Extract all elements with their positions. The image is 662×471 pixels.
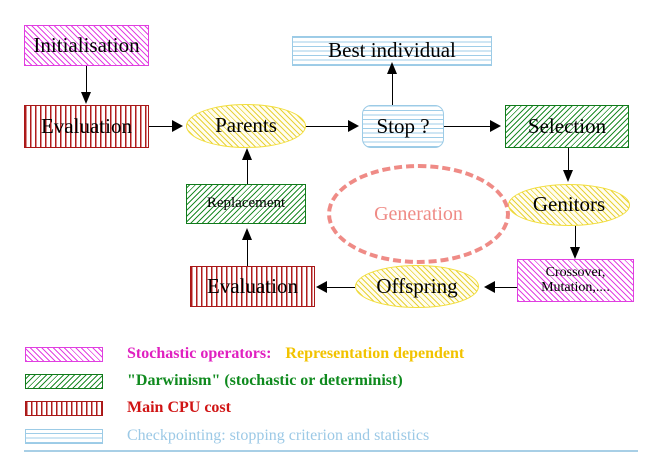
node-selection-label: Selection	[527, 113, 607, 138]
arrowhead-offspring-to-eval	[316, 281, 327, 293]
node-initialisation-label: Initialisation	[33, 32, 140, 57]
legend-label-cpu-cost: Main CPU cost	[127, 399, 231, 416]
node-crossover-label-line1: Crossover,	[545, 265, 606, 281]
legend-swatch-red-vertical-lines	[25, 400, 103, 416]
node-crossover-mutation[interactable]: Crossover, Mutation,....	[517, 259, 634, 302]
legend-label-darwinism: "Darwinism" (stochastic or determinist)	[127, 372, 403, 389]
edge-genitors-to-crossover	[575, 226, 577, 249]
node-offspring-label: Offspring	[376, 273, 458, 298]
arrowhead-genitors-to-crossover	[570, 247, 580, 259]
node-evaluation-top-label: Evaluation	[41, 113, 132, 138]
legend-label-representation: Representation dependent	[285, 345, 465, 362]
node-parents[interactable]: Parents	[186, 104, 306, 148]
legend-row-darwinism: "Darwinism" (stochastic or determinist)	[25, 370, 403, 392]
edge-eval-to-parents	[149, 126, 175, 128]
node-offspring[interactable]: Offspring	[355, 265, 479, 308]
node-replacement-label: Replacement	[206, 195, 286, 212]
arrowhead-replacement-to-parents	[242, 148, 252, 160]
legend-label-stochastic: Stochastic operators:	[127, 345, 272, 362]
node-crossover-label-line2: Mutation,....	[541, 279, 610, 295]
edge-offspring-to-eval	[327, 287, 355, 289]
node-evaluation-bottom-label: Evaluation	[207, 273, 298, 298]
legend-row-stochastic: Stochastic operators: Representation dep…	[25, 343, 464, 365]
legend-swatch-green-diagonal-hatch	[25, 373, 103, 389]
edge-stop-to-selection	[444, 126, 490, 128]
arrowhead-parents-to-stop	[348, 120, 359, 132]
arrowhead-selection-to-genitors	[563, 170, 573, 182]
node-genitors-label: Genitors	[532, 192, 606, 217]
legend-swatch-magenta-diagonal-hatch	[25, 346, 103, 362]
legend-row-cpu-cost: Main CPU cost	[25, 397, 231, 419]
node-stop-label: Stop ?	[376, 113, 430, 138]
edge-crossover-to-offspring	[495, 287, 517, 289]
node-generation-boundary: Generation	[327, 164, 510, 264]
legend-row-checkpointing: Checkpointing: stopping criterion and st…	[25, 425, 429, 447]
edge-parents-to-stop	[306, 126, 348, 128]
edge-eval-to-replacement	[247, 236, 249, 266]
node-stop[interactable]: Stop ?	[362, 105, 444, 148]
node-best-individual[interactable]: Best individual	[292, 36, 492, 66]
arrowhead-init-to-eval	[81, 92, 91, 104]
legend-swatch-blue-horizontal-lines	[25, 428, 103, 444]
arrowhead-stop-to-selection	[490, 120, 501, 132]
node-evaluation-top[interactable]: Evaluation	[24, 105, 149, 148]
arrowhead-crossover-to-offspring	[484, 281, 495, 293]
legend-label-checkpointing: Checkpointing: stopping criterion and st…	[127, 427, 430, 444]
arrowhead-eval-to-replacement	[242, 228, 252, 240]
node-selection[interactable]: Selection	[505, 105, 629, 148]
arrowhead-eval-to-parents	[172, 120, 183, 132]
node-replacement[interactable]: Replacement	[186, 184, 306, 224]
arrowhead-stop-to-best	[387, 62, 397, 74]
node-evaluation-bottom[interactable]: Evaluation	[190, 266, 315, 307]
edge-replacement-to-parents	[247, 156, 249, 184]
edge-init-to-eval	[86, 66, 88, 96]
edge-selection-to-genitors	[568, 148, 570, 174]
node-initialisation[interactable]: Initialisation	[24, 25, 149, 66]
node-parents-label: Parents	[215, 113, 277, 138]
node-genitors[interactable]: Genitors	[508, 184, 630, 226]
edge-stop-to-best	[392, 66, 394, 105]
bottom-divider	[24, 450, 638, 452]
node-best-individual-label: Best individual	[328, 38, 456, 63]
node-generation-label: Generation	[374, 202, 463, 225]
